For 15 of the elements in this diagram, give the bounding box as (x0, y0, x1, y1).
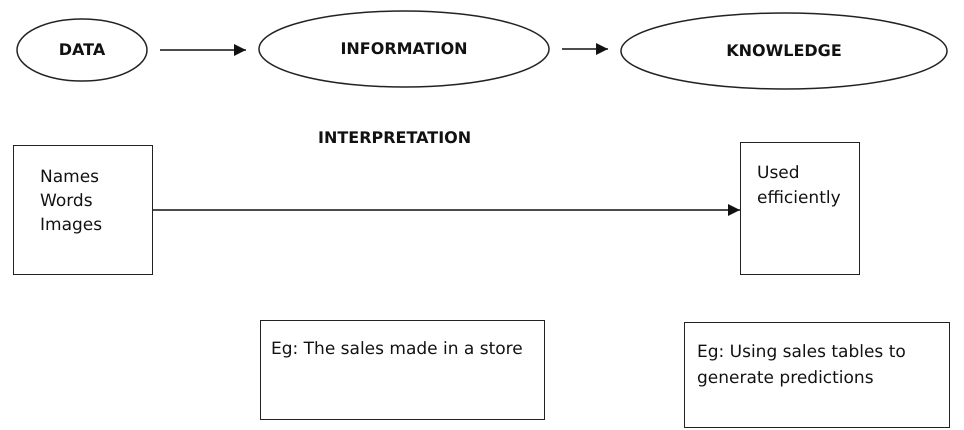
box-text: Eg: Using sales tables to generate predictions (697, 341, 907, 390)
box-text: Used efficiently (757, 162, 842, 210)
text-box (13, 145, 153, 275)
concept-ellipse (620, 12, 948, 90)
box-text: Names Words Images (40, 166, 104, 237)
box-text: Eg: The sales made in a store (271, 338, 524, 361)
text-box (684, 322, 950, 428)
text-box (260, 320, 545, 420)
concept-label: KNOWLEDGE (726, 41, 842, 61)
concept-ellipse (258, 10, 550, 88)
text-box (740, 142, 860, 275)
concept-ellipse (16, 18, 148, 82)
concept-label: INFORMATION (340, 39, 468, 59)
concept-label: DATA (58, 40, 106, 60)
edge-label: INTERPRETATION (318, 128, 472, 147)
